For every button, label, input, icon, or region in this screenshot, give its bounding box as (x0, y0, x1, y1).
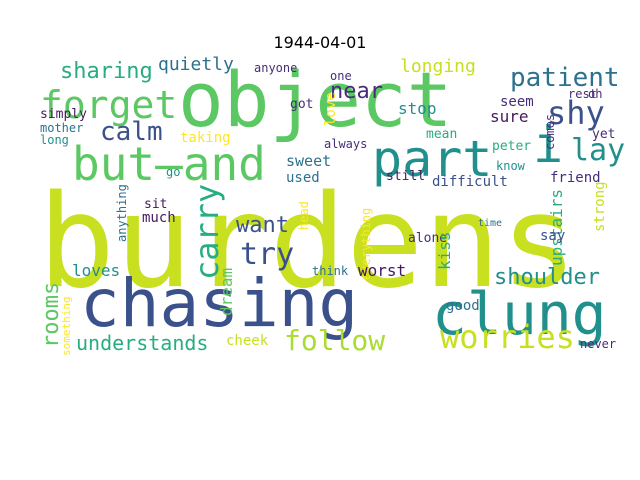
word-23: longing (400, 56, 476, 77)
word-15: shoulder (494, 265, 600, 290)
word-55: upstairs (547, 189, 566, 266)
word-11: calm (100, 117, 163, 147)
word-14: want (236, 213, 289, 238)
word-66: cheek (226, 333, 269, 349)
word-22: near (330, 79, 383, 104)
word-51: much (142, 210, 176, 226)
word-46: difficult (432, 174, 508, 190)
word-59: say (540, 228, 565, 244)
word-40: comes (543, 114, 557, 150)
word-18: understands (76, 331, 208, 355)
word-65: something (60, 296, 73, 356)
word-33: simply (40, 107, 87, 122)
word-37: always (324, 137, 367, 151)
word-52: anything (115, 184, 129, 242)
word-50: sit (144, 197, 167, 212)
word-26: got (290, 97, 313, 112)
word-31: rest (568, 87, 597, 101)
word-45: still (386, 169, 425, 184)
word-19: rooms (39, 282, 64, 348)
word-16: worries (440, 318, 575, 356)
word-67: never (580, 337, 616, 351)
word-5: i (533, 116, 563, 174)
word-60: loves (72, 261, 120, 280)
word-35: long (40, 133, 69, 147)
word-25: one (330, 69, 352, 83)
word-43: sweet (286, 152, 331, 170)
word-32: oh (588, 87, 602, 101)
word-41: yet (592, 127, 615, 142)
word-64: good (446, 298, 480, 314)
word-6: clung (432, 280, 607, 348)
word-62: think (312, 264, 349, 278)
word-44: used (286, 170, 320, 186)
word-20: sharing (60, 59, 153, 84)
word-3: but—and (72, 137, 266, 191)
chart-title: 1944-04-01 (273, 33, 367, 52)
word-7: forget (40, 83, 177, 127)
word-48: strong (592, 181, 608, 232)
word-53: head (297, 201, 311, 230)
word-29: seem (500, 94, 534, 110)
word-39: peter (492, 139, 531, 154)
word-56: time (478, 218, 502, 229)
word-13: try (240, 237, 294, 272)
word-10: lay (571, 133, 625, 168)
word-34: mother (40, 121, 83, 135)
word-24: anyone (254, 61, 297, 75)
word-17: follow (284, 324, 385, 357)
word-36: taking (180, 130, 231, 146)
word-27: love (323, 92, 339, 126)
word-61: dream (217, 268, 236, 316)
word-63: worst (358, 261, 406, 280)
word-21: quietly (158, 54, 234, 75)
word-12: carry (188, 184, 226, 280)
word-57: alone (408, 231, 447, 246)
word-0: burdens (38, 168, 577, 317)
word-9: shy (547, 94, 605, 132)
word-49: go (166, 165, 180, 179)
word-1: object (178, 55, 453, 144)
word-30: sure (490, 107, 529, 126)
word-47: friend (550, 170, 601, 186)
word-28: stop (398, 99, 437, 118)
word-58: kiss (435, 231, 454, 270)
word-42: know (496, 159, 526, 173)
word-4: part (372, 130, 492, 188)
word-54: everything (359, 208, 373, 280)
word-8: patient (510, 63, 620, 93)
word-38: mean (426, 127, 457, 142)
word-2: chasing (80, 265, 358, 342)
